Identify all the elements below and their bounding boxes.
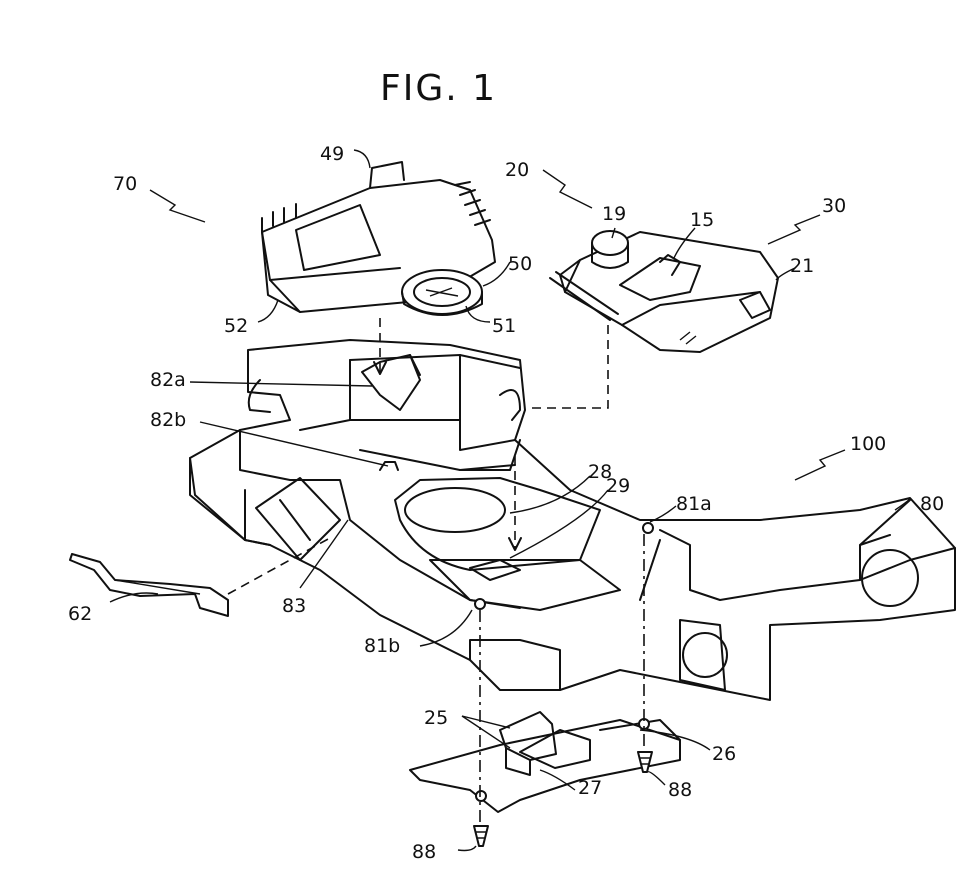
label-15: 15 xyxy=(690,209,714,231)
screw-88-left xyxy=(474,826,488,846)
screw-88-right xyxy=(638,752,652,772)
label-20: 20 xyxy=(505,159,529,181)
label-30: 30 xyxy=(822,195,846,217)
label-100: 100 xyxy=(850,433,886,455)
label-88-left: 88 xyxy=(412,841,436,863)
label-83: 83 xyxy=(282,595,306,617)
label-81b: 81b xyxy=(364,635,400,657)
pickup-module-20 xyxy=(550,231,778,352)
label-70: 70 xyxy=(113,173,137,195)
label-50: 50 xyxy=(508,253,532,275)
figure-title: FIG. 1 xyxy=(380,68,497,109)
label-29: 29 xyxy=(606,475,630,497)
leaf-spring-62 xyxy=(70,554,228,616)
label-82b: 82b xyxy=(150,409,186,431)
label-26: 26 xyxy=(712,743,736,765)
label-21: 21 xyxy=(790,255,814,277)
label-49: 49 xyxy=(320,143,344,165)
label-27: 27 xyxy=(578,777,602,799)
label-80: 80 xyxy=(920,493,944,515)
label-81a: 81a xyxy=(676,493,712,515)
chassis-80 xyxy=(190,340,955,700)
label-25: 25 xyxy=(424,707,448,729)
label-52: 52 xyxy=(224,315,248,337)
label-51: 51 xyxy=(492,315,516,337)
label-19: 19 xyxy=(602,203,626,225)
housing-block-70 xyxy=(262,162,495,315)
label-88-right: 88 xyxy=(668,779,692,801)
label-62: 62 xyxy=(68,603,92,625)
label-82a: 82a xyxy=(150,369,186,391)
